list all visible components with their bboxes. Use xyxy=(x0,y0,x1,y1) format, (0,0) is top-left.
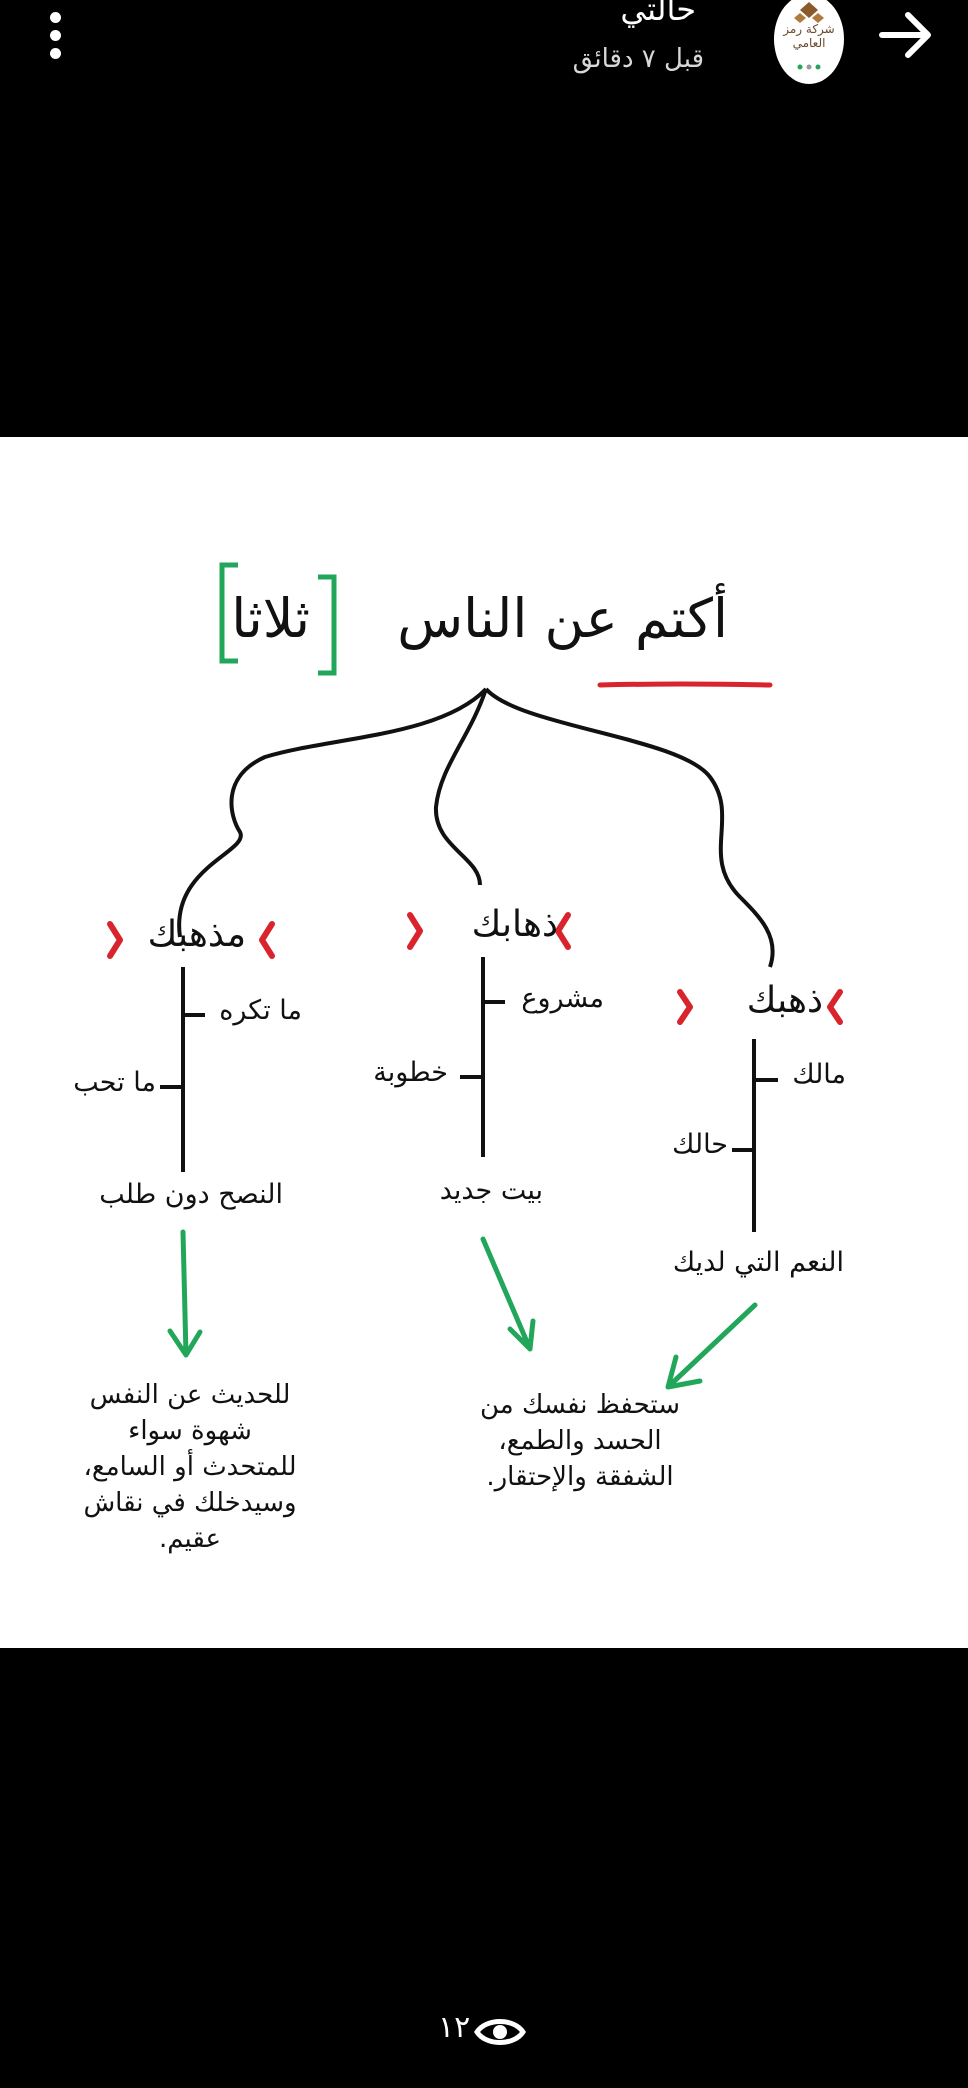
story-image: أكتم عن الناس ثلاثا ذهبك مالك حالك النعم… xyxy=(0,437,968,1648)
menu-dot-icon xyxy=(50,12,61,23)
chevron-icon xyxy=(555,912,571,950)
story-heading: أكتم عن الناس xyxy=(397,587,728,650)
bracket-right-icon xyxy=(318,574,337,676)
branch-advice: للحديث عن النفس شهوة سواء للمتحدث أو الس… xyxy=(83,1380,297,1554)
chevron-icon xyxy=(259,921,275,959)
chevron-icon xyxy=(677,989,693,1025)
branch-advice: ستحفظ نفسك من الحسد والطمع، الشفقة والإح… xyxy=(480,1390,680,1492)
menu-dot-icon xyxy=(50,48,61,59)
tree-branch-right xyxy=(484,687,775,968)
bracket-left-icon xyxy=(219,562,238,664)
time-ago: قبل ٧ دقائق xyxy=(572,44,704,74)
branch-item: النعم التي لديك xyxy=(672,1247,844,1278)
more-menu-button[interactable] xyxy=(46,12,66,60)
account-brand-text: شركة رمز العامي xyxy=(783,22,835,50)
status-title: حالتي xyxy=(620,0,696,28)
arrow-right-icon xyxy=(879,12,931,58)
branch-item: النصح دون طلب xyxy=(99,1179,283,1210)
branch-item: مشروع xyxy=(521,983,604,1014)
branch-item: بيت جديد xyxy=(439,1175,543,1206)
brand-logo-icon xyxy=(794,2,824,23)
tree-branch-left xyxy=(177,687,488,938)
chevron-icon xyxy=(107,921,123,959)
chevron-icon xyxy=(407,912,423,950)
eye-icon[interactable] xyxy=(474,2010,526,2054)
branch-label-going: ذهابك xyxy=(471,904,558,945)
branch-item: مالك xyxy=(792,1059,846,1090)
branch-item: حالك xyxy=(672,1129,728,1160)
brand-dots-icon xyxy=(797,64,821,70)
heading-underline xyxy=(597,681,773,688)
branch-item: ما تكره xyxy=(219,995,302,1026)
branch-item: ما تحب xyxy=(73,1067,156,1098)
story-heading-highlight: ثلاثا xyxy=(231,587,310,650)
arrow-green-icon xyxy=(480,1236,536,1352)
branch-label-belief: مذهبك xyxy=(147,914,246,955)
arrow-green-icon xyxy=(665,1302,758,1390)
branch-label-wealth: ذهبك xyxy=(746,980,823,1021)
arrow-green-icon xyxy=(167,1229,203,1358)
chevron-icon xyxy=(827,989,843,1025)
account-avatar[interactable]: شركة رمز العامي xyxy=(774,0,844,84)
menu-dot-icon xyxy=(50,30,61,41)
views-count: ١٢ xyxy=(438,2010,471,2045)
tree-branch-middle xyxy=(433,688,488,886)
back-button[interactable] xyxy=(872,4,942,66)
story-footer: ١٢ xyxy=(0,2010,968,2070)
branch-item: خطوبة xyxy=(373,1057,448,1088)
diagram-lines xyxy=(107,562,843,1390)
story-header: شركة رمز العامي حالتي قبل ٧ دقائق xyxy=(0,0,968,110)
